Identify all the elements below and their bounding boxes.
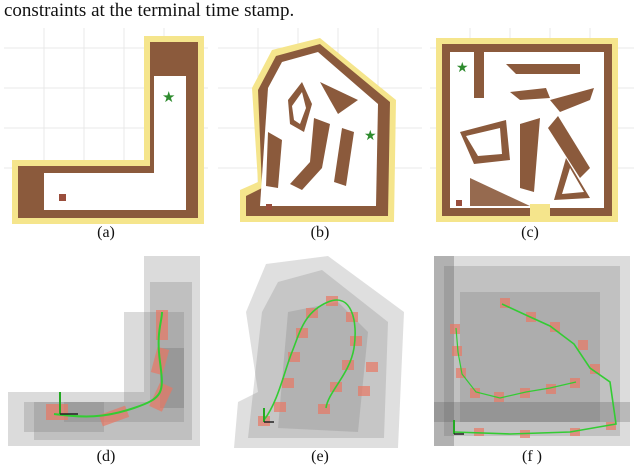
label-b: (b) — [310, 224, 330, 241]
start-marker — [456, 200, 462, 206]
label-d: (d) — [96, 448, 116, 465]
panel-c: ★ (c) — [430, 28, 634, 246]
label-e: (e) — [311, 448, 329, 465]
trajectory-path — [263, 299, 356, 421]
caption-text: constraints at the terminal time stamp. — [4, 0, 295, 21]
label-c: (c) — [521, 224, 539, 241]
goal-star-icon: ★ — [456, 61, 469, 76]
panel-a: ★ (a) — [4, 28, 208, 246]
panel-e: (e) — [218, 252, 422, 470]
panel-d: (d) — [4, 252, 208, 470]
label-f: (f ) — [522, 448, 542, 465]
trajectory-path — [53, 311, 163, 418]
goal-star-icon: ★ — [162, 90, 175, 106]
panel-f: (f ) — [430, 252, 634, 470]
goal-star-icon: ★ — [364, 129, 377, 144]
label-a: (a) — [97, 224, 115, 241]
start-marker — [59, 194, 66, 201]
trajectory-path — [453, 303, 617, 435]
start-marker — [266, 204, 272, 210]
panel-b: ★ (b) — [218, 28, 422, 246]
